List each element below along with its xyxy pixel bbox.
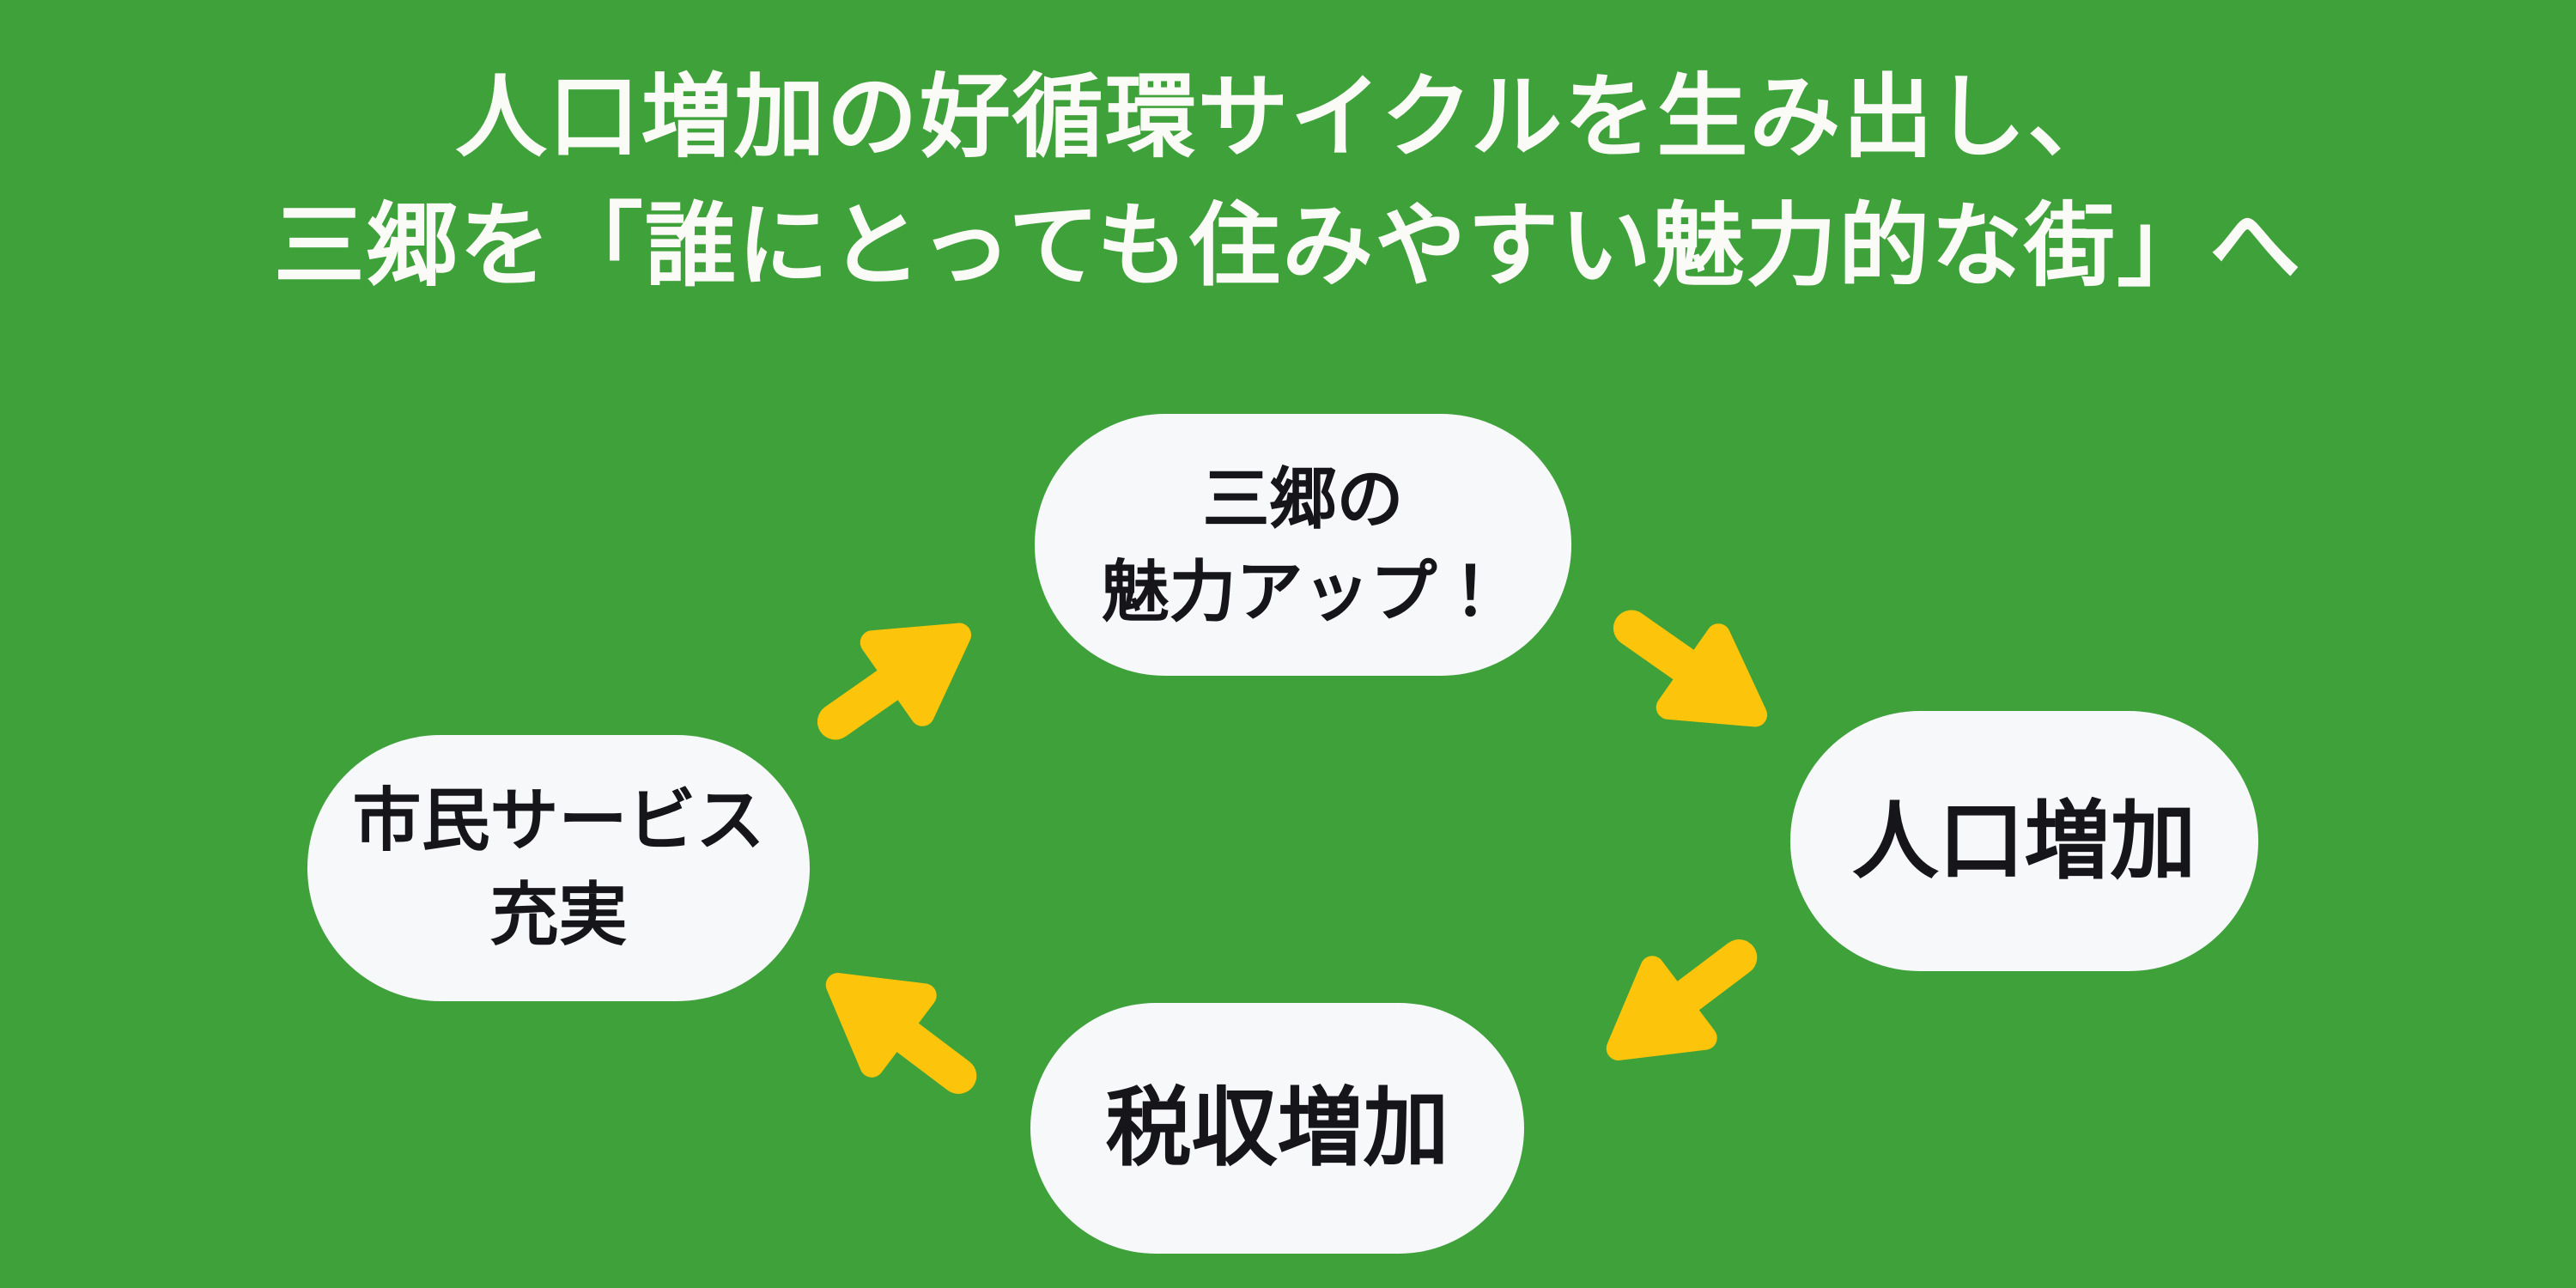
node-label-line: 三郷の <box>1202 460 1404 537</box>
cycle-arrow-tax-to-services <box>784 922 1012 1139</box>
cycle-node-services: 市民サービス 充実 <box>307 735 810 1001</box>
cycle-arrow-population-to-tax <box>1564 895 1793 1111</box>
title-line-2: 三郷を「誰にとっても住みやすい魅力的な街」へ <box>273 196 2303 297</box>
node-label-line: 税収増加 <box>1105 1080 1449 1176</box>
node-label-line: 市民サービス <box>352 782 765 859</box>
arrow-down-right-icon <box>1613 610 1768 727</box>
arrow-up-left-icon <box>825 973 977 1094</box>
arrow-up-right-icon <box>817 623 972 740</box>
cycle-node-population: 人口増加 <box>1790 711 2258 971</box>
node-label-line: 人口増加 <box>1852 793 2196 890</box>
cycle-arrow-attraction-to-population <box>1579 564 1807 778</box>
arrow-down-left-icon <box>1606 939 1758 1060</box>
node-label-line: 魅力アップ！ <box>1102 553 1504 629</box>
title-line-1: 人口増加の好循環サイクルを生み出し、 <box>455 67 2121 168</box>
node-label-line: 充実 <box>489 877 628 953</box>
page-title: 人口増加の好循環サイクルを生み出し、 三郷を「誰にとっても住みやすい魅力的な街」… <box>0 53 2576 311</box>
cycle-arrow-services-to-attraction <box>783 571 1012 785</box>
cycle-node-tax: 税収増加 <box>1030 1003 1524 1254</box>
cycle-node-attraction: 三郷の 魅力アップ！ <box>1035 414 1571 676</box>
